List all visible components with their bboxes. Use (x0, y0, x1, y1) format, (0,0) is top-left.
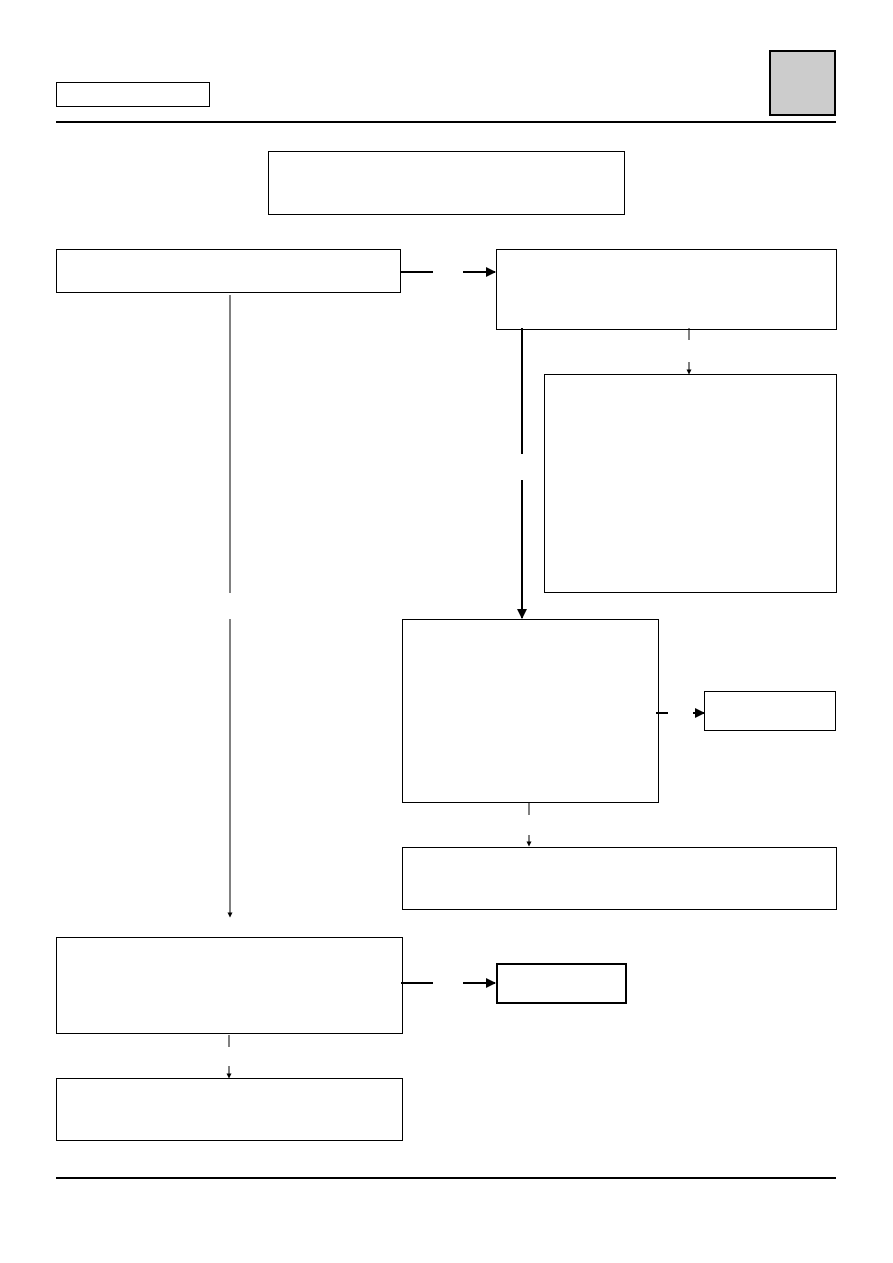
small-right-box (704, 691, 836, 731)
top-left-box (56, 249, 401, 293)
flowchart-title-box (268, 151, 625, 215)
header-rule (56, 121, 836, 123)
header-label-box (56, 82, 210, 107)
middle-box (402, 619, 659, 803)
right-tall-box (544, 374, 837, 593)
footer-rule (56, 1177, 836, 1179)
top-right-box (496, 249, 837, 330)
final-left-box (56, 1078, 403, 1141)
bottom-left-box (56, 937, 403, 1034)
middle-wide-box (402, 847, 837, 910)
page-number-tab (769, 50, 836, 116)
bottom-small-box (496, 963, 627, 1004)
